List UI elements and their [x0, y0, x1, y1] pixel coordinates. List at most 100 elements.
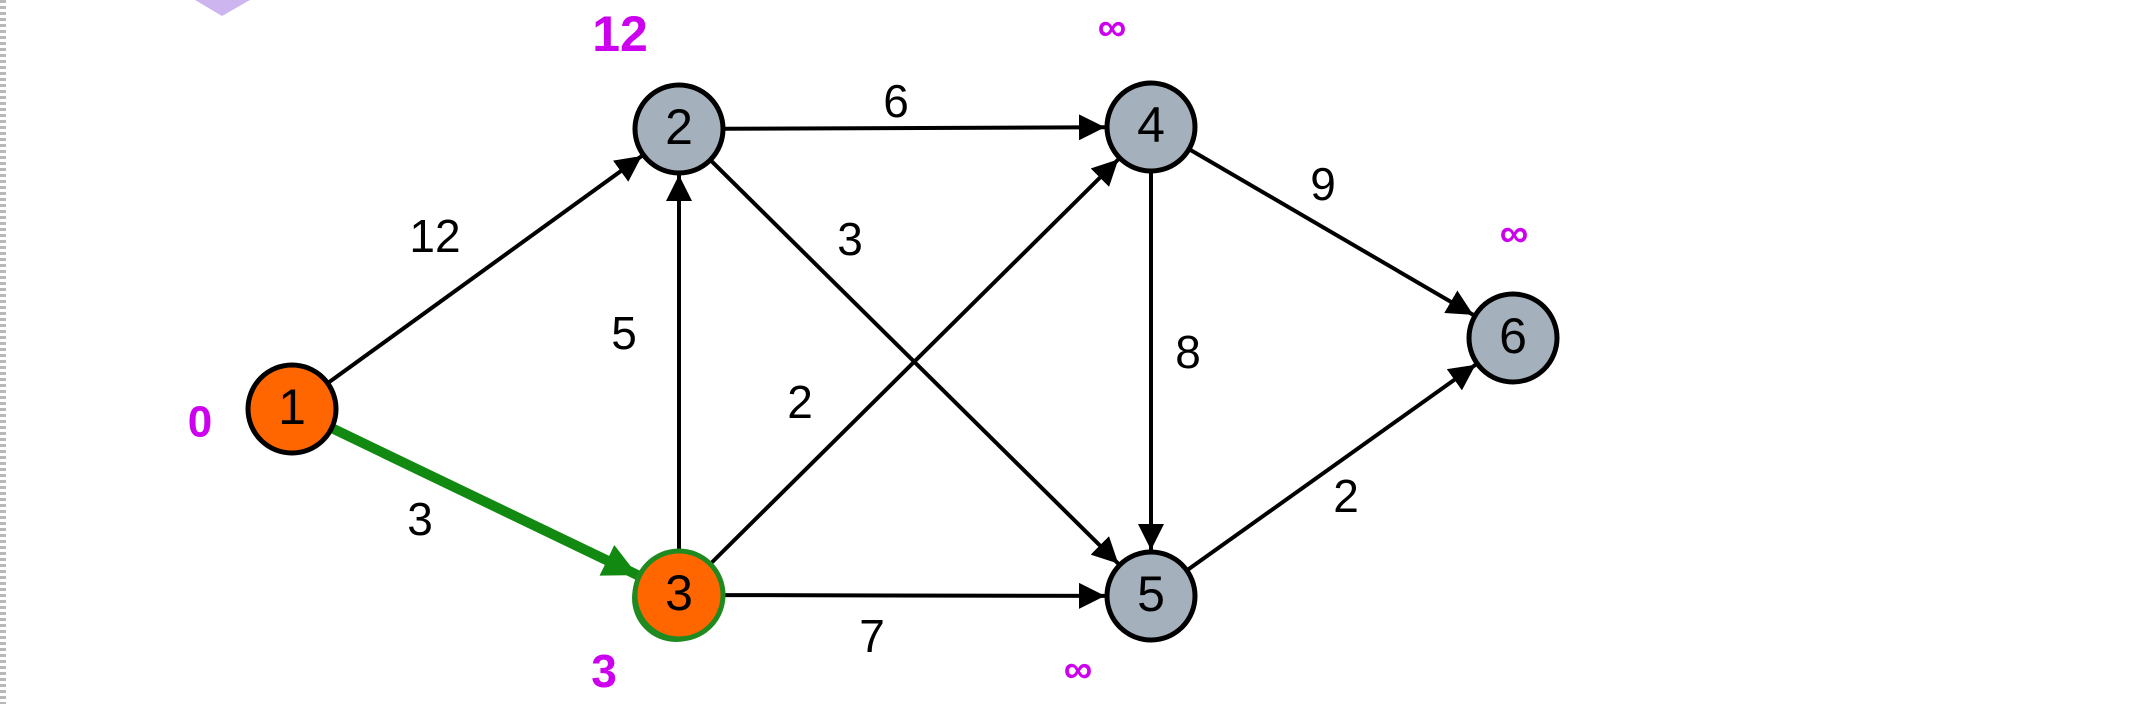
border-stripe [0, 318, 6, 321]
border-stripe [0, 480, 6, 483]
edge-weight-1-2: 12 [409, 210, 460, 262]
border-stripe [0, 72, 6, 75]
border-stripe [0, 336, 6, 339]
border-stripe [0, 486, 6, 489]
border-stripe [0, 600, 6, 603]
edge-weight-3-5: 7 [859, 610, 885, 662]
border-stripe [0, 60, 6, 63]
border-stripe [0, 18, 6, 21]
border-stripe [0, 630, 6, 633]
node-6: 6 [1466, 291, 1560, 385]
border-stripe [0, 378, 6, 381]
edge-3-4 [710, 157, 1120, 565]
border-stripe [0, 120, 6, 123]
border-stripe [0, 198, 6, 201]
border-stripe [0, 498, 6, 501]
border-stripe [0, 162, 6, 165]
border-stripe [0, 246, 6, 249]
border-stripe [0, 414, 6, 417]
border-stripe [0, 432, 6, 435]
node-3-circle [632, 548, 726, 642]
border-stripe [0, 114, 6, 117]
border-stripe [0, 588, 6, 591]
edge-1-3 [331, 424, 640, 580]
border-stripe [0, 390, 6, 393]
border-stripe [0, 606, 6, 609]
node-5-label: 5 [1137, 566, 1165, 622]
border-stripe [0, 132, 6, 135]
border-stripe [0, 174, 6, 177]
border-stripe [0, 258, 6, 261]
border-stripe [0, 570, 6, 573]
node-4-label: 4 [1137, 97, 1165, 153]
border-stripe [0, 126, 6, 129]
border-stripe [0, 24, 6, 27]
border-stripe [0, 228, 6, 231]
border-stripe [0, 372, 6, 375]
border-stripe [0, 528, 6, 531]
border-stripe [0, 306, 6, 309]
border-stripe [0, 186, 6, 189]
border-stripe [0, 150, 6, 153]
node-6-label: 6 [1499, 308, 1527, 364]
corner-accent-shape [195, 0, 250, 16]
border-stripe [0, 180, 6, 183]
border-stripe [0, 612, 6, 615]
border-stripe [0, 396, 6, 399]
border-stripe [0, 660, 6, 663]
border-stripe [0, 366, 6, 369]
border-stripe [0, 582, 6, 585]
border-stripe [0, 288, 6, 291]
border-stripe [0, 426, 6, 429]
border-stripe [0, 270, 6, 273]
node-6-distance: ∞ [1500, 212, 1529, 256]
border-stripe [0, 342, 6, 345]
border-stripe [0, 438, 6, 441]
border-stripe [0, 684, 6, 687]
edge-4-6 [1189, 148, 1475, 317]
border-stripe [0, 276, 6, 279]
border-stripe [0, 168, 6, 171]
node-4-distance: ∞ [1098, 6, 1127, 50]
edge-3-5 [724, 582, 1106, 609]
border-stripe [0, 144, 6, 147]
edges-layer [328, 114, 1477, 609]
border-stripe [0, 618, 6, 621]
border-stripe [0, 240, 6, 243]
border-stripe [0, 252, 6, 255]
border-stripe [0, 84, 6, 87]
border-stripe [0, 546, 6, 549]
node-5: 5 [1104, 549, 1198, 643]
node-3: 3 [632, 548, 726, 642]
border-stripe [0, 156, 6, 159]
border-stripe [0, 66, 6, 69]
border-stripe [0, 450, 6, 453]
border-stripe [0, 36, 6, 39]
node-1: 1 [245, 362, 339, 456]
edge-weight-1-3: 3 [407, 493, 433, 545]
border-stripe [0, 138, 6, 141]
edge-2-4 [724, 114, 1106, 141]
border-stripe [0, 6, 6, 9]
border-stripe [0, 78, 6, 81]
border-stripe [0, 468, 6, 471]
node-2-circle [632, 82, 726, 176]
border-stripe [0, 534, 6, 537]
border-stripe [0, 234, 6, 237]
border-stripe [0, 12, 6, 15]
border-stripe [0, 384, 6, 387]
border-stripe [0, 576, 6, 579]
border-stripe [0, 300, 6, 303]
border-stripe [0, 294, 6, 297]
border-stripe [0, 402, 6, 405]
border-stripe [0, 462, 6, 465]
border-stripe [0, 594, 6, 597]
border-stripe [0, 420, 6, 423]
border-stripe [0, 564, 6, 567]
border-stripe [0, 510, 6, 513]
node-2-distance: 12 [592, 6, 648, 62]
border-stripe [0, 456, 6, 459]
border-stripe [0, 444, 6, 447]
